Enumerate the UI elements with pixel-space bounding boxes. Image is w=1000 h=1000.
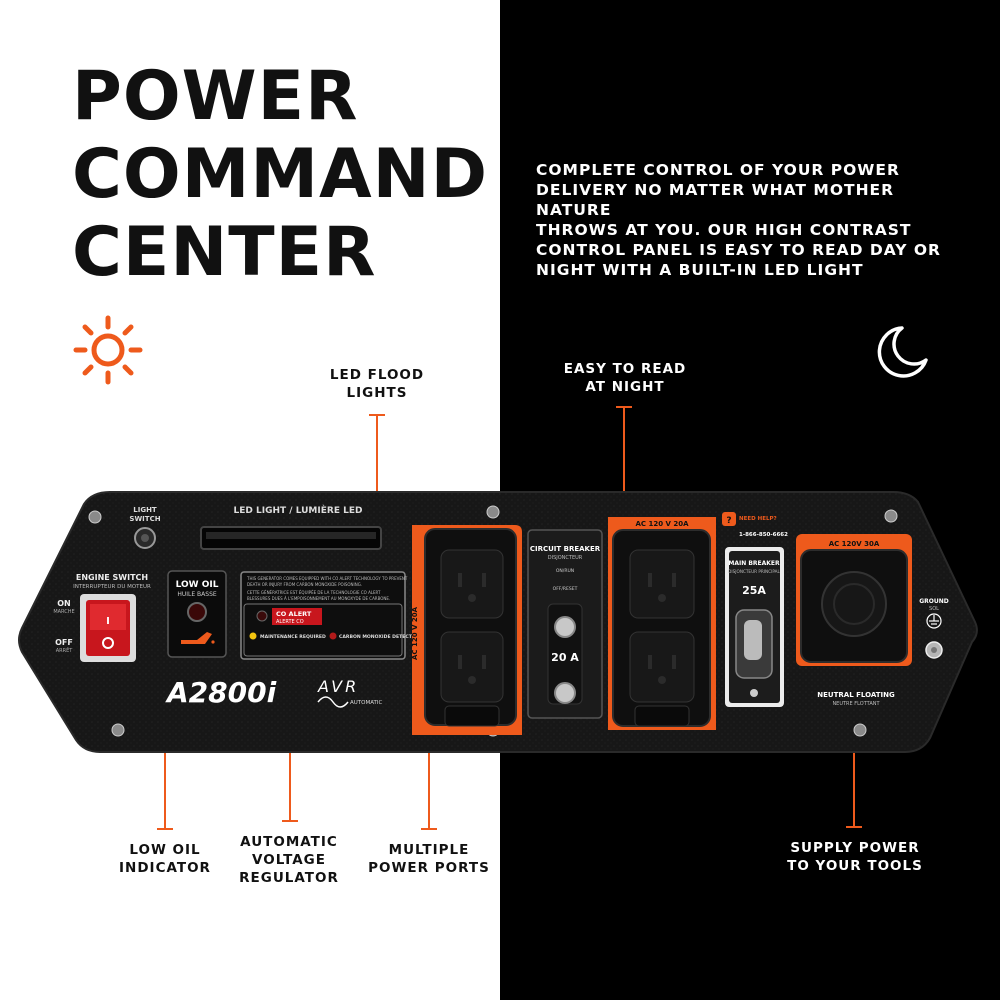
svg-text:BLESSURES DUES À L'EMPOISONNEM: BLESSURES DUES À L'EMPOISONNEMENT AU MON… — [247, 596, 390, 601]
maintenance-indicator — [249, 632, 257, 640]
page-title: POWER COMMAND CENTER — [72, 58, 492, 292]
leader-tick-night — [616, 406, 632, 408]
callout-easy-to-read: EASY TO READ AT NIGHT — [545, 360, 705, 396]
led-light-label: LED LIGHT / LUMIÈRE LED — [234, 504, 363, 516]
control-panel: LIGHT SWITCH LED LIGHT / LUMIÈRE LED ENG… — [18, 491, 978, 753]
main-breaker-amps: 25A — [742, 584, 766, 597]
model-name: A2800i — [165, 676, 277, 709]
leader-line-night — [623, 406, 625, 518]
ground-label-fr: SOL — [929, 606, 939, 612]
sun-icon — [73, 315, 143, 385]
breaker-amps: 20 A — [551, 651, 579, 664]
switch-on-label-fr: MARCHE — [53, 609, 74, 615]
main-breaker-label-fr: DISJONCTEUR PRINCIPAL — [728, 569, 780, 574]
callout-line: EASY TO READ — [563, 361, 687, 377]
callout-supply-power: SUPPLY POWER TO YOUR TOOLS — [774, 839, 936, 875]
circuit-breaker-label-fr: DISJONCTEUR — [548, 555, 583, 561]
breaker-button-top[interactable] — [554, 616, 576, 638]
circuit-breaker-label: CIRCUIT BREAKER — [530, 545, 601, 553]
title-line: COMMAND — [72, 135, 489, 214]
help-icon — [722, 512, 736, 526]
ground-icon — [926, 613, 942, 629]
cb-off-label: OFF/RESET — [553, 586, 578, 592]
switch-on-label: ON — [57, 599, 71, 608]
low-oil-label: LOW OIL — [176, 580, 219, 590]
co-warning-box — [240, 571, 406, 660]
low-oil-indicator-light — [187, 602, 207, 622]
callout-low-oil: LOW OIL INDICATOR — [100, 841, 230, 877]
avr-sub-label: AUTOMATIC — [350, 700, 383, 706]
leader-line-led — [376, 414, 378, 526]
main-breaker-label: MAIN BREAKER — [728, 560, 780, 567]
low-oil-label-fr: HUILE BASSE — [177, 591, 217, 598]
cb-on-label: ON/RUN — [556, 568, 574, 574]
description-line: THROWS AT YOU. OUR HIGH CONTRAST — [536, 221, 912, 239]
leader-tick-ports — [421, 828, 437, 830]
callout-line: MULTIPLE — [388, 842, 470, 858]
callout-multiple-ports: MULTIPLE POWER PORTS — [356, 841, 502, 877]
outlet-30a-label: AC 120V 30A — [829, 540, 880, 548]
leader-tick-led — [369, 414, 385, 416]
leader-tick-avr — [282, 820, 298, 822]
ground-label: GROUND — [919, 598, 949, 605]
outlet-label-right: AC 120 V 20A — [635, 520, 689, 528]
engine-switch-label: ENGINE SWITCH — [76, 573, 148, 582]
callout-line: SUPPLY POWER — [790, 840, 920, 856]
callout-line: LOW OIL — [129, 842, 201, 858]
svg-text:CETTE GÉNÉRATRICE EST ÉQUIPÉE: CETTE GÉNÉRATRICE EST ÉQUIPÉE DE LA TECH… — [247, 590, 381, 595]
moon-icon — [877, 326, 928, 378]
co-detected-label: CARBON MONOXIDE DETECTED — [339, 634, 419, 640]
callout-line: AUTOMATIC — [240, 834, 338, 850]
svg-text:?: ? — [726, 516, 731, 526]
need-help-phone: 1-866-850-6662 — [739, 532, 788, 538]
description: COMPLETE CONTROL OF YOUR POWER DELIVERY … — [536, 160, 956, 280]
avr-logo: AVR — [317, 677, 359, 696]
leader-tick-low-oil — [157, 828, 173, 830]
neutral-label-fr: NEUTRE FLOTTANT — [832, 701, 880, 707]
description-line: CONTROL PANEL IS EASY TO READ DAY OR — [536, 241, 941, 259]
callout-line: AT NIGHT — [585, 379, 665, 395]
co-alert-label: CO ALERT — [276, 610, 312, 618]
svg-text:I: I — [106, 616, 110, 627]
co-detected-indicator — [329, 632, 337, 640]
callout-led-flood-lights: LED FLOOD LIGHTS — [306, 366, 448, 402]
light-switch-label-2: SWITCH — [129, 515, 160, 523]
co-alert-label-fr: ALERTE CO — [276, 619, 304, 625]
svg-text:DEATH OR INJURY FROM CARBON MO: DEATH OR INJURY FROM CARBON MONOXIDE POI… — [247, 582, 362, 587]
callout-line: LED FLOOD — [329, 367, 425, 383]
svg-text:THIS GENERATOR COMES EQUIPPED: THIS GENERATOR COMES EQUIPPED WITH CO AL… — [246, 576, 408, 581]
outlet-label-left: AC 120 V 20A — [411, 606, 419, 660]
maintenance-label: MAINTENANCE REQUIRED — [260, 634, 326, 640]
callout-avr: AUTOMATIC VOLTAGE REGULATOR — [216, 833, 362, 887]
callout-line: REGULATOR — [239, 870, 339, 886]
neutral-label: NEUTRAL FLOATING — [817, 691, 895, 699]
description-line: DELIVERY NO MATTER WHAT MOTHER NATURE — [536, 181, 895, 219]
description-line: COMPLETE CONTROL OF YOUR POWER — [536, 161, 900, 179]
callout-line: POWER PORTS — [368, 860, 490, 876]
switch-off-label-fr: ARRÊT — [56, 646, 74, 654]
leader-tick-supply — [846, 826, 862, 828]
callout-line: LIGHTS — [346, 385, 408, 401]
oil-can-icon — [181, 632, 212, 644]
breaker-button-bottom[interactable] — [554, 682, 576, 704]
title-line: CENTER — [72, 213, 377, 292]
need-help-label: NEED HELP? — [739, 516, 777, 522]
callout-line: INDICATOR — [119, 860, 211, 876]
callout-line: VOLTAGE — [252, 852, 326, 868]
description-line: NIGHT WITH A BUILT-IN LED LIGHT — [536, 261, 864, 279]
callout-line: TO YOUR TOOLS — [787, 858, 923, 874]
light-switch-label: LIGHT — [133, 506, 157, 514]
switch-off-label: OFF — [55, 638, 73, 647]
engine-switch-label-fr: INTERRUPTEUR DU MOTEUR — [73, 584, 151, 590]
title-line: POWER — [72, 57, 359, 136]
